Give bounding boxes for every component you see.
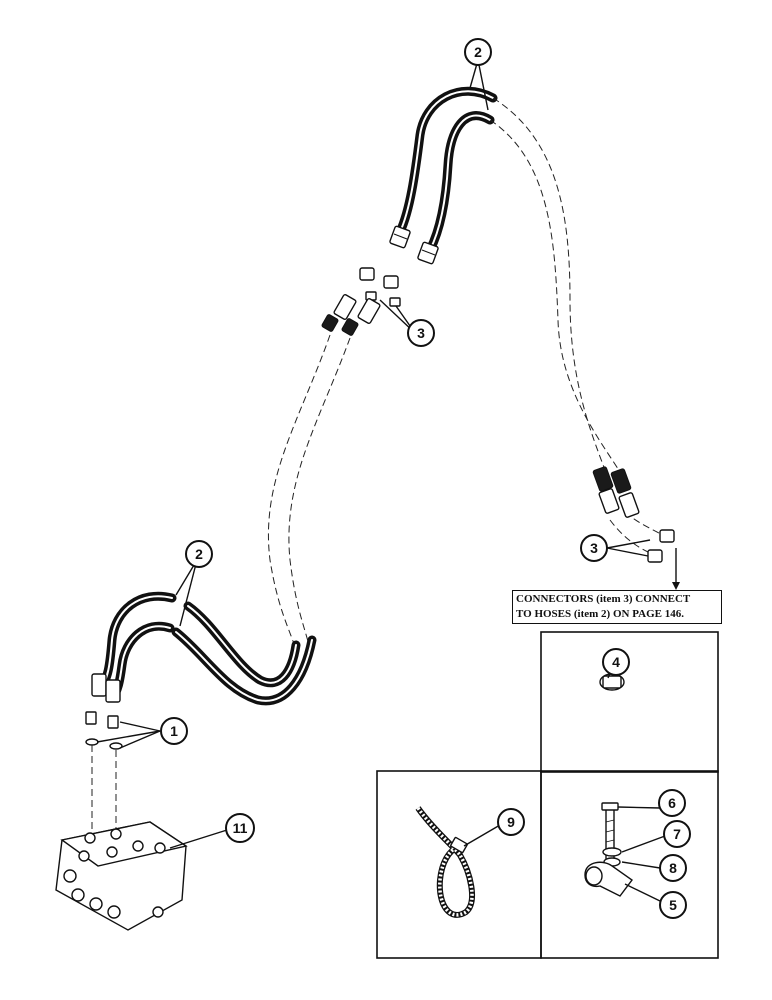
control-valve — [55, 821, 188, 931]
svg-text:8: 8 — [669, 860, 677, 876]
callout-4: 4 — [602, 648, 630, 676]
svg-text:3: 3 — [417, 325, 425, 341]
lower-hose-fittings — [85, 673, 123, 750]
connector-note-line-2: TO HOSES (item 2) ON PAGE 146. — [516, 608, 684, 620]
svg-text:4: 4 — [612, 654, 620, 670]
svg-text:11: 11 — [233, 820, 248, 836]
svg-text:1: 1 — [170, 723, 178, 739]
svg-text:5: 5 — [669, 897, 677, 913]
svg-text:9: 9 — [507, 814, 515, 830]
svg-text:2: 2 — [474, 44, 482, 60]
clamp-assembly-part — [584, 802, 633, 897]
cable-tie-part — [415, 806, 475, 918]
callout-3-top: 3 — [407, 319, 435, 347]
svg-text:6: 6 — [668, 795, 676, 811]
lower-hose-pair — [95, 591, 317, 706]
valve-connection-lines — [91, 745, 117, 830]
svg-text:7: 7 — [673, 826, 681, 842]
callout-9: 9 — [497, 808, 525, 836]
callout-3-right: 3 — [580, 534, 608, 562]
callout-1: 1 — [160, 717, 188, 745]
svg-text:2: 2 — [195, 546, 203, 562]
callout-2-top: 2 — [464, 38, 492, 66]
callout-11: 11 — [225, 813, 255, 843]
hose-route-lines — [267, 97, 663, 651]
middle-hose-fittings — [321, 294, 381, 336]
right-connectors — [647, 529, 680, 590]
upper-hose-pair — [395, 86, 498, 255]
callout-6: 6 — [658, 789, 686, 817]
parts-boxes — [376, 631, 719, 959]
callout-8: 8 — [659, 854, 687, 882]
callout-leaders — [96, 59, 666, 902]
connector-note-line-1: CONNECTORS (item 3) CONNECT — [516, 593, 691, 605]
plug-part — [599, 673, 625, 691]
callout-5: 5 — [659, 891, 687, 919]
svg-text:3: 3 — [590, 540, 598, 556]
connector-note: CONNECTORS (item 3) CONNECT TO HOSES (it… — [512, 590, 722, 624]
upper-hose-fittings — [389, 225, 439, 265]
callout-7: 7 — [663, 820, 691, 848]
callout-2-left: 2 — [185, 540, 213, 568]
right-hose-fittings — [592, 466, 640, 518]
